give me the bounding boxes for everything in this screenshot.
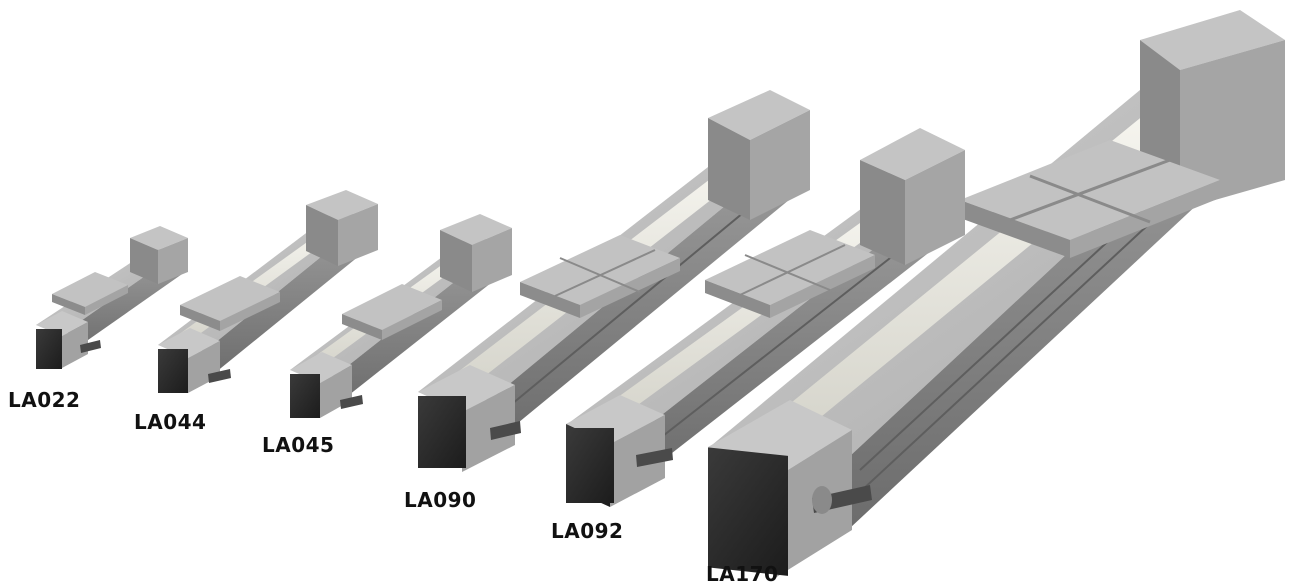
label-la090: LA090 [404,488,477,512]
actuator-la170 [708,10,1285,578]
actuator-la092 [566,128,965,507]
actuator-la044 [158,190,378,393]
actuator-la045 [290,214,512,418]
label-la092: LA092 [551,519,624,543]
actuator-la090 [418,90,810,472]
label-la022: LA022 [8,388,81,412]
label-la045: LA045 [262,433,335,457]
label-la044: LA044 [134,410,207,434]
actuator-la022 [36,226,188,369]
label-la170: LA170 [706,562,779,586]
